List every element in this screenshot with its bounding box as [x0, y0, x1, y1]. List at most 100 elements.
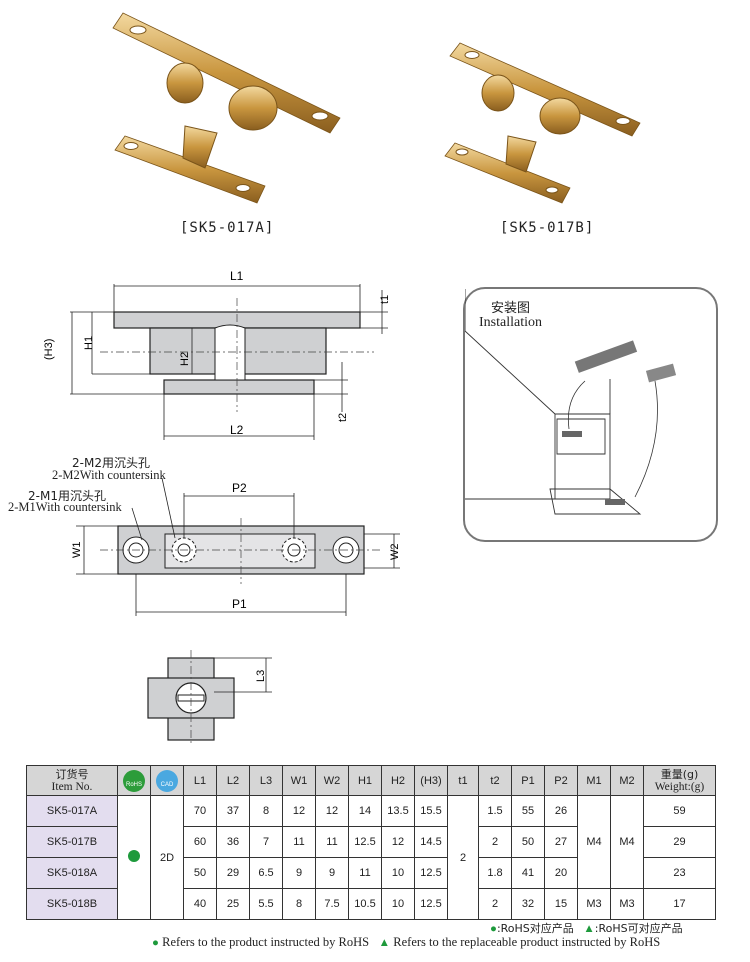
header-col: H1 [348, 765, 382, 796]
side-view-drawing: L1 L2 (H3) H1 H2 t1 t2 [43, 269, 391, 440]
cell-h3: 15.5 [414, 795, 448, 827]
cell-h1: 11 [348, 857, 382, 889]
label-m2-cn: 2-M2用沉头孔 [72, 456, 150, 470]
cell-l3: 8 [249, 795, 283, 827]
cell-w1: 12 [282, 795, 316, 827]
table-row: SK5-018A 50 29 6.5 9 9 11 10 12.5 1.8 41… [26, 857, 716, 889]
cell-l1: 40 [183, 888, 217, 920]
legend-cn: ●:RoHS对应产品 ▲:RoHS可对应产品 [490, 920, 683, 936]
dim-p1: P1 [232, 597, 247, 611]
product-caption-a: [SK5-017A] [180, 220, 275, 236]
cell-l1: 70 [183, 795, 217, 827]
cell-p1: 32 [511, 888, 545, 920]
cell-l1: 60 [183, 826, 217, 858]
header-weight: 重量(g) Weight:(g) [643, 765, 716, 796]
cell-w1: 9 [282, 857, 316, 889]
cell-p1: 50 [511, 826, 545, 858]
installation-title-en: Installation [479, 315, 542, 330]
header-col: M1 [577, 765, 611, 796]
green-dot-icon: ● [490, 923, 497, 935]
cell-h2: 10 [381, 888, 415, 920]
table-header-row: 订货号 Item No. RoHS CAD L1 L2 L3 W1 W2 H1 … [26, 765, 716, 796]
header-col: (H3) [414, 765, 448, 796]
product-photo-sk5-017b [444, 42, 641, 204]
dim-h2: H2 [179, 352, 191, 366]
cell-t2: 2 [478, 888, 512, 920]
cell-w1: 8 [282, 888, 316, 920]
item-no-cell: SK5-017A [26, 795, 118, 827]
cell-h3: 14.5 [414, 826, 448, 858]
item-no-cell: SK5-018B [26, 888, 118, 920]
table-row: SK5-017A 2D 70 37 8 12 12 14 13.5 15.5 2… [26, 795, 716, 920]
cell-h2: 13.5 [381, 795, 415, 827]
rohs-status-cell [117, 795, 151, 920]
cell-l2: 36 [216, 826, 250, 858]
cell-w2: 7.5 [315, 888, 349, 920]
legend-rohs-en: Refers to the product instructed by RoHS [162, 935, 370, 949]
cell-h3: 12.5 [414, 888, 448, 920]
installation-diagram [465, 289, 677, 515]
cell-weight: 17 [643, 888, 716, 920]
dim-h3: (H3) [43, 339, 55, 360]
cell-weight: 29 [643, 826, 716, 858]
cell-weight: 23 [643, 857, 716, 889]
item-no-cell: SK5-018A [26, 857, 118, 889]
item-no-cell: SK5-017B [26, 826, 118, 858]
dim-t2: t2 [337, 413, 349, 422]
dim-l3: L3 [255, 670, 267, 682]
cell-w1: 11 [282, 826, 316, 858]
top-view-drawing: P2 P1 W1 W2 [71, 478, 401, 616]
product-photo-sk5-017a [112, 12, 341, 204]
header-item-no: 订货号 Item No. [26, 765, 118, 796]
cell-l2: 25 [216, 888, 250, 920]
dim-l1: L1 [230, 269, 244, 283]
cell-p1: 41 [511, 857, 545, 889]
table-row: SK5-017B 60 36 7 11 11 12.5 12 14.5 2 50… [26, 826, 716, 858]
cell-h1: 10.5 [348, 888, 382, 920]
rohs-badge-icon: RoHS [117, 765, 151, 796]
cell-h1: 14 [348, 795, 382, 827]
header-col: P2 [544, 765, 578, 796]
cell-l2: 37 [216, 795, 250, 827]
header-col: M2 [610, 765, 644, 796]
header-col: t2 [478, 765, 512, 796]
green-triangle-icon: ▲ [378, 937, 391, 949]
cell-p1: 55 [511, 795, 545, 827]
label-m2-en: 2-M2With countersink [52, 468, 166, 482]
header-col: H2 [381, 765, 415, 796]
cell-l2: 29 [216, 857, 250, 889]
product-caption-b: [SK5-017B] [500, 220, 595, 236]
dim-p2: P2 [232, 481, 247, 495]
header-col: L2 [216, 765, 250, 796]
header-col: W1 [282, 765, 316, 796]
cell-h2: 12 [381, 826, 415, 858]
cell-p2: 27 [544, 826, 578, 858]
cell-l3: 7 [249, 826, 283, 858]
green-triangle-icon: ▲ [583, 923, 595, 935]
legend-en: ● Refers to the product instructed by Ro… [152, 935, 660, 950]
table-row: SK5-018B 40 25 5.5 8 7.5 10.5 10 12.5 2 … [26, 888, 716, 920]
cell-t1: 2 [447, 795, 479, 920]
cell-t2: 2 [478, 826, 512, 858]
cell-h3: 12.5 [414, 857, 448, 889]
cell-w2: 9 [315, 857, 349, 889]
cell-h1: 12.5 [348, 826, 382, 858]
spec-table: 订货号 Item No. RoHS CAD L1 L2 L3 W1 W2 H1 … [26, 765, 716, 920]
dim-w2: W2 [389, 544, 401, 561]
installation-panel: 安装图 Installation [463, 287, 718, 542]
header-col: P1 [511, 765, 545, 796]
legend-rohs-cn: :RoHS对应产品 [496, 922, 574, 935]
header-col: L3 [249, 765, 283, 796]
dim-l2: L2 [230, 423, 244, 437]
cell-m1: M4 [577, 795, 611, 889]
dim-t1: t1 [379, 295, 391, 304]
green-dot-icon: ● [152, 937, 159, 949]
cell-t2: 1.5 [478, 795, 512, 827]
cell-l3: 6.5 [249, 857, 283, 889]
cad-cell: 2D [150, 795, 184, 920]
cell-l3: 5.5 [249, 888, 283, 920]
installation-title-cn: 安装图 [491, 301, 531, 316]
header-col: W2 [315, 765, 349, 796]
cell-weight: 59 [643, 795, 716, 827]
header-col: L1 [183, 765, 217, 796]
